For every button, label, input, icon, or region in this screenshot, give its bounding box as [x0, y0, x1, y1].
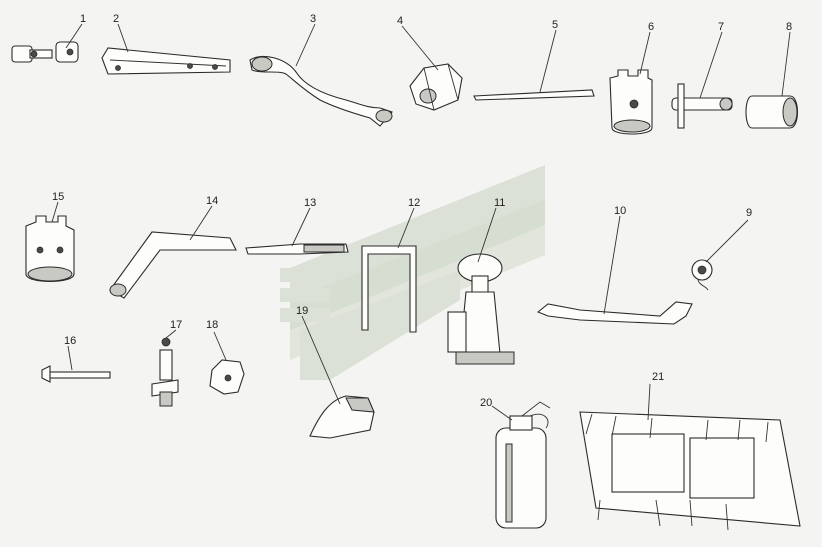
part-21-tool-roll: [579, 383, 801, 531]
label-part-8: 8: [786, 21, 792, 33]
part-17-valve: [151, 329, 179, 407]
label-part-4: 4: [397, 15, 403, 27]
chevron-logo-watermark: [280, 165, 545, 380]
part-12-u-handle: [361, 207, 417, 333]
part-2-flat-wrench: [101, 23, 231, 75]
label-part-14: 14: [206, 195, 218, 207]
part-3-offset-wrench: [249, 23, 393, 127]
part-1-socket-wrench: [11, 23, 83, 63]
part-11-hydraulic-jack: [447, 207, 515, 365]
label-part-1: 1: [80, 13, 86, 25]
part-13-brace-bar: [245, 207, 349, 255]
part-5-pry-bar: [473, 29, 595, 101]
label-part-21: 21: [652, 371, 664, 383]
label-part-3: 3: [310, 13, 316, 25]
label-part-2: 2: [113, 13, 119, 25]
label-part-9: 9: [746, 207, 752, 219]
part-6-castle-socket: [609, 31, 653, 135]
label-part-20: 20: [480, 397, 492, 409]
part-18-bracket: [209, 331, 245, 395]
label-part-13: 13: [304, 197, 316, 209]
label-part-17: 17: [170, 319, 182, 331]
label-part-12: 12: [408, 197, 420, 209]
label-part-6: 6: [648, 21, 654, 33]
label-part-11: 11: [494, 197, 505, 209]
part-7-t-handle-wrench: [671, 31, 733, 129]
part-15-box-socket: [25, 201, 75, 282]
label-part-10: 10: [614, 205, 626, 217]
part-20-fire-extinguisher: [491, 401, 551, 529]
label-part-19: 19: [296, 305, 308, 317]
part-16-long-bolt: [41, 345, 111, 383]
part-14-angled-bar: [109, 205, 237, 299]
part-19-wheel-chock: [301, 315, 375, 439]
label-part-15: 15: [52, 191, 64, 203]
callout-labels: 1 2 3 4 5 6 7 8 9 10 11 12 13 14 15 16 1…: [52, 13, 792, 409]
part-8-tube-socket: [745, 31, 799, 129]
part-9-spring-clip: [691, 219, 749, 291]
part-10-hook-bar: [536, 215, 693, 325]
label-part-5: 5: [552, 19, 558, 31]
label-part-16: 16: [64, 335, 76, 347]
label-part-18: 18: [206, 319, 218, 331]
label-part-7: 7: [718, 21, 724, 33]
part-4-hex-socket: [401, 25, 463, 111]
